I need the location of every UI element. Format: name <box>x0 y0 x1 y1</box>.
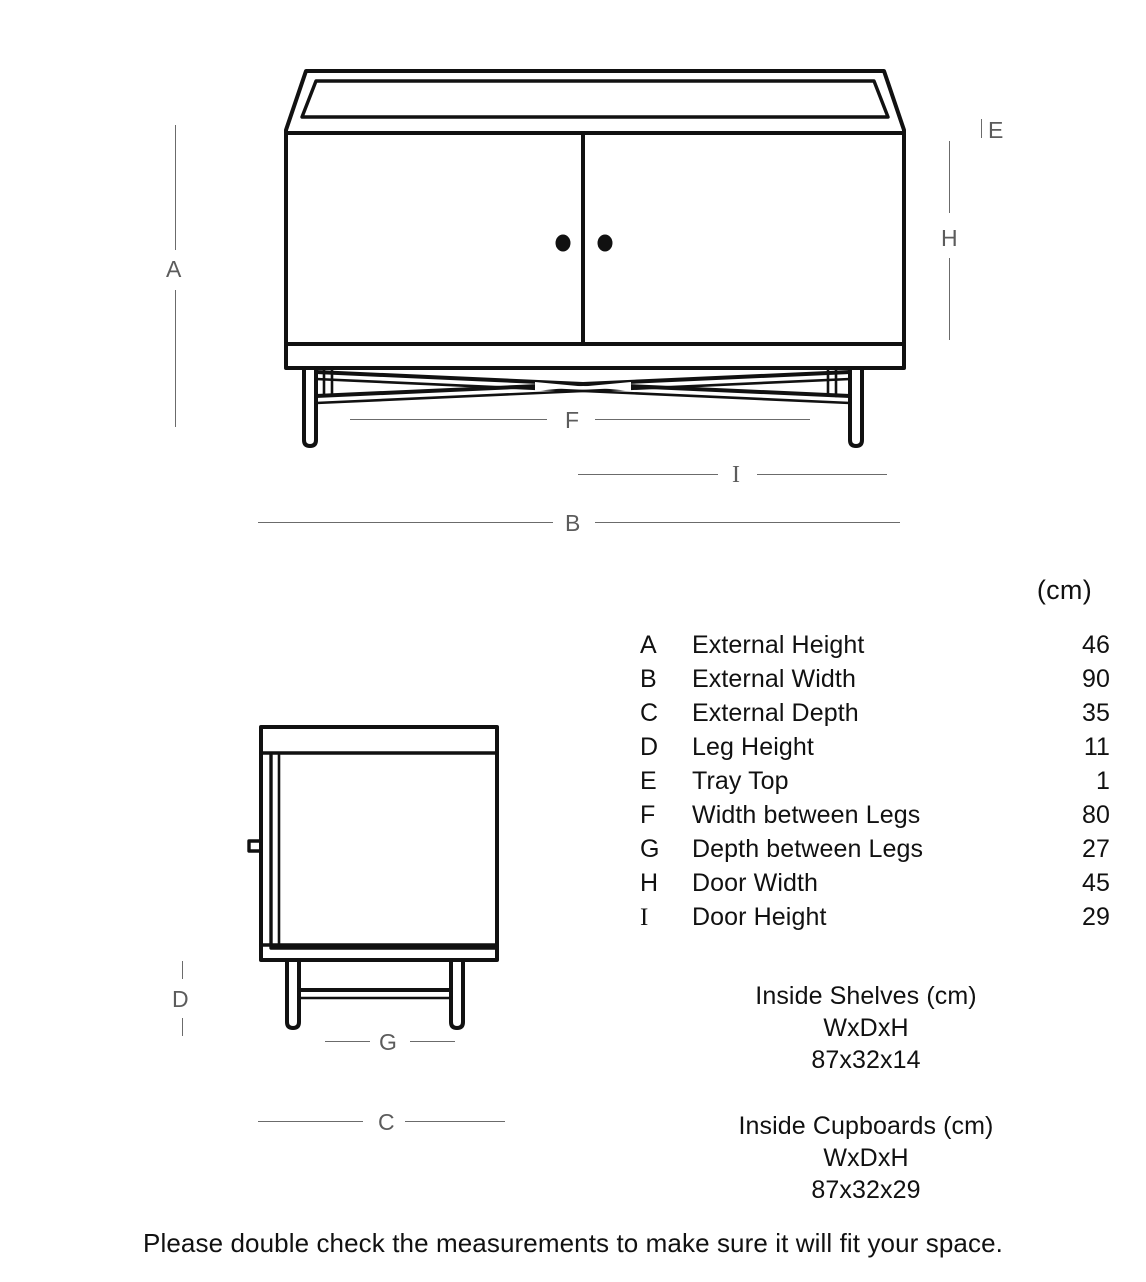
row-value: 29 <box>1081 902 1110 931</box>
inside-measurements-group: Inside Shelves (cm) WxDxH 87x32x14 Insid… <box>640 980 1110 1206</box>
dimension-d-label: D <box>172 986 190 1012</box>
inside-shelves-value: 87x32x14 <box>811 1046 921 1074</box>
specification-panel: (cm) A External Height 46 B External Wid… <box>640 575 1110 1240</box>
inside-shelves-title: Inside Shelves (cm) <box>755 982 977 1010</box>
inside-cupboards-title: Inside Cupboards (cm) <box>738 1112 994 1140</box>
inside-cupboards-block: Inside Cupboards (cm) WxDxH 87x32x29 <box>640 1110 1092 1206</box>
row-value: 90 <box>1081 664 1110 693</box>
table-row: D Leg Height 11 <box>640 730 1110 764</box>
dimension-b-line-left <box>258 522 553 523</box>
dimension-a-label: A <box>166 256 182 282</box>
tray-top-inner-recess <box>300 79 890 119</box>
dimension-h-line-upper <box>949 141 950 213</box>
row-key: C <box>640 698 659 727</box>
dimension-i-line-left <box>578 474 718 475</box>
dimension-g-label: G <box>379 1029 398 1055</box>
side-left-leg <box>285 958 301 1030</box>
front-right-leg <box>848 366 864 448</box>
left-door-knob-icon <box>555 234 571 252</box>
table-row: B External Width 90 <box>640 662 1110 696</box>
row-key: D <box>640 732 659 761</box>
table-row: G Depth between Legs 27 <box>640 832 1110 866</box>
dimension-table-body: A External Height 46 B External Width 90… <box>640 628 1110 934</box>
dimension-c-label: C <box>378 1109 396 1135</box>
front-left-leg <box>302 366 318 448</box>
row-value: 1 <box>1095 766 1110 795</box>
table-row: I Door Height 29 <box>640 900 1110 934</box>
row-description: Depth between Legs <box>692 834 924 863</box>
table-row: H Door Width 45 <box>640 866 1110 900</box>
cross-brace-overlap-mask-right <box>583 382 631 391</box>
table-row: C External Depth 35 <box>640 696 1110 730</box>
cross-brace-back-strut <box>314 370 852 398</box>
inside-cupboards-axes: WxDxH <box>823 1144 909 1172</box>
row-key: E <box>640 766 657 795</box>
dimension-f-line-right <box>595 419 810 420</box>
units-header: (cm) <box>1036 575 1092 605</box>
dimension-g-line-left <box>325 1041 370 1042</box>
row-description: Door Height <box>692 902 827 931</box>
dimension-h-label: H <box>941 225 959 251</box>
dimension-b-label: B <box>565 510 581 536</box>
dimension-a-line-upper <box>175 125 176 250</box>
dimension-a-line-lower <box>175 290 176 427</box>
dimension-d-tick-upper <box>182 961 183 979</box>
row-value: 11 <box>1083 732 1110 761</box>
dimension-e-label: E <box>988 117 1004 143</box>
table-row: E Tray Top 1 <box>640 764 1110 798</box>
side-carcass-outline <box>259 725 499 962</box>
table-row: A External Height 46 <box>640 628 1110 662</box>
table-row: F Width between Legs 80 <box>640 798 1110 832</box>
dimension-d-tick-lower <box>182 1018 183 1036</box>
dimension-i-label: I <box>732 462 741 488</box>
cross-brace-back-strut-edge <box>314 377 852 405</box>
row-value: 46 <box>1081 630 1110 659</box>
side-right-leg <box>449 958 465 1030</box>
dimension-i-line-right <box>757 474 887 475</box>
row-key: H <box>640 868 659 897</box>
row-description: Tray Top <box>692 766 789 795</box>
side-elevation-drawing <box>235 715 535 1055</box>
row-description: External Depth <box>692 698 859 727</box>
dimension-b-line-right <box>595 522 900 523</box>
dimension-h-line-lower <box>949 258 950 340</box>
dimension-c-line-left <box>258 1121 363 1122</box>
row-key: F <box>640 800 656 829</box>
row-description: Leg Height <box>692 732 814 761</box>
row-description: Width between Legs <box>692 800 921 829</box>
row-description: External Width <box>692 664 856 693</box>
front-elevation-svg <box>284 69 906 448</box>
row-value: 35 <box>1081 698 1110 727</box>
row-value: 45 <box>1081 868 1110 897</box>
front-elevation-drawing <box>250 55 920 455</box>
row-key: B <box>640 664 657 693</box>
row-description: External Height <box>692 630 865 659</box>
row-description: Door Width <box>692 868 819 897</box>
inside-cupboards-value: 87x32x29 <box>811 1176 921 1204</box>
inside-shelves-axes: WxDxH <box>823 1014 909 1042</box>
right-door-knob-icon <box>597 234 613 252</box>
dimension-c-line-right <box>405 1121 505 1122</box>
row-key: A <box>640 630 657 659</box>
side-door-knob-icon <box>247 839 263 853</box>
footer-note: Please double check the measurements to … <box>143 1228 1003 1258</box>
dimension-f-label: F <box>565 407 580 433</box>
dimension-e-tick <box>981 119 982 138</box>
dimension-table: A External Height 46 B External Width 90… <box>640 628 1110 934</box>
inside-shelves-block: Inside Shelves (cm) WxDxH 87x32x14 <box>640 980 1092 1076</box>
row-value: 27 <box>1081 834 1110 863</box>
row-key: I <box>640 903 649 931</box>
cross-brace-overlap-mask-left <box>535 382 583 391</box>
side-door-panel <box>269 753 499 950</box>
dimension-g-line-right <box>410 1041 455 1042</box>
row-value: 80 <box>1081 800 1110 829</box>
row-key: G <box>640 834 660 863</box>
dimension-f-line-left <box>350 419 547 420</box>
cabinet-body <box>284 131 906 370</box>
side-elevation-svg <box>247 725 499 1030</box>
